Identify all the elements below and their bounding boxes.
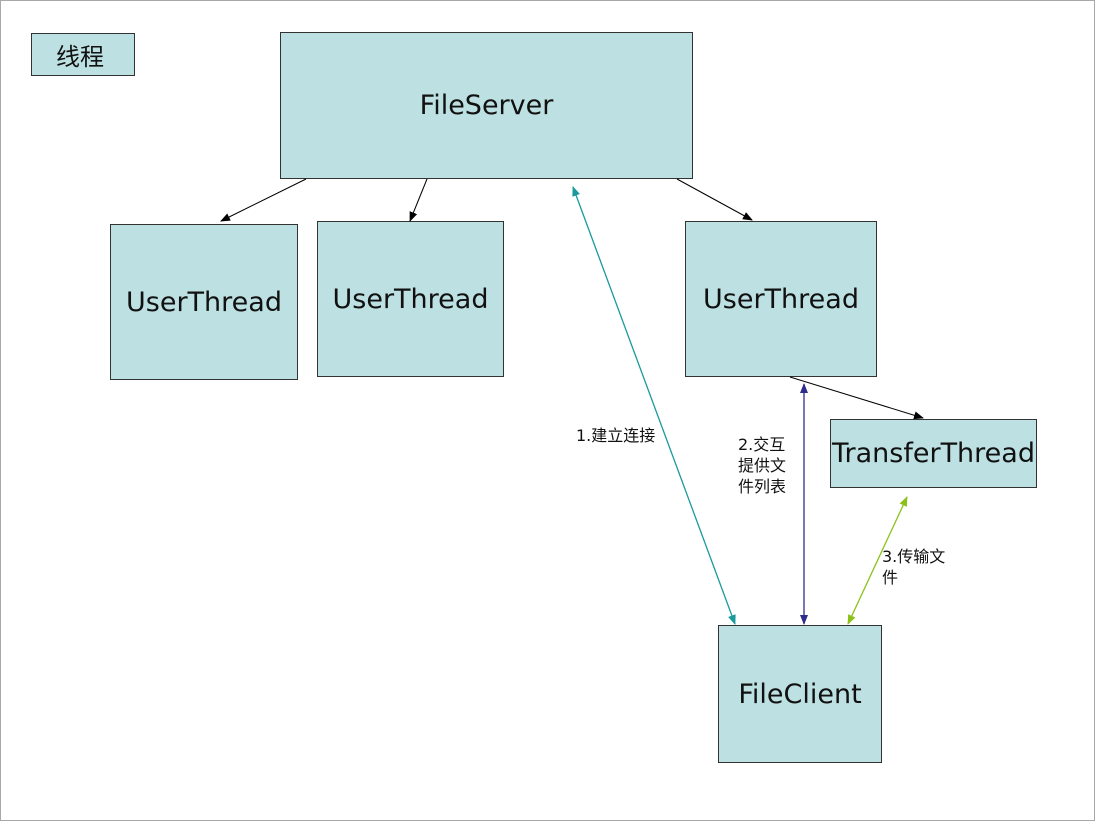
arrow-step1-connect bbox=[572, 186, 736, 625]
arrow-server-to-userthread-2 bbox=[409, 178, 428, 222]
file-client-node: FileClient bbox=[718, 625, 882, 763]
step2-label: 2.交互提供文件列表 bbox=[738, 435, 787, 496]
arrow-userthread-to-transferthread bbox=[789, 376, 924, 420]
arrow-step3-transfer bbox=[847, 496, 908, 625]
file-server-node: FileServer bbox=[280, 32, 693, 179]
arrow-server-to-userthread-3 bbox=[676, 178, 753, 221]
transfer-thread-node: TransferThread bbox=[830, 419, 1037, 488]
legend-box: 线程 bbox=[31, 33, 135, 76]
step1-label: 1.建立连接 bbox=[576, 426, 656, 445]
user-thread-node-1: UserThread bbox=[110, 224, 298, 380]
arrow-server-to-userthread-1 bbox=[220, 178, 307, 222]
step3-label: 3.传输文件 bbox=[882, 547, 946, 587]
user-thread-node-2: UserThread bbox=[317, 221, 504, 377]
